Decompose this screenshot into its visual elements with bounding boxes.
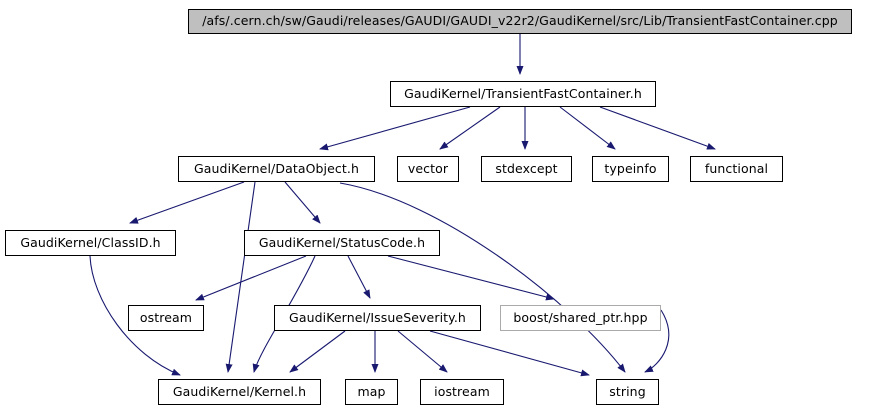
graph-edge-issuesev_h-to-string	[429, 330, 590, 377]
graph-edge-statuscode_h-to-ostream	[195, 255, 307, 301]
graph-node-map[interactable]: map	[345, 379, 398, 405]
graph-node-label: vector	[407, 160, 449, 176]
graph-edge-dataobject_h-to-string	[339, 182, 626, 373]
graph-edge-tfc_h-to-functional	[599, 106, 716, 150]
graph-node-label: GaudiKernel/Kernel.h	[172, 383, 307, 399]
graph-edge-tfc_h-to-typeinfo	[559, 106, 616, 150]
graph-edge-statuscode_h-to-issuesev_h	[347, 255, 371, 299]
graph-node-statuscode_h[interactable]: GaudiKernel/StatusCode.h	[244, 230, 440, 256]
graph-node-label: GaudiKernel/DataObject.h	[193, 160, 359, 176]
graph-node-label: map	[357, 383, 386, 399]
graph-edge-dataobject_h-to-kernel_h	[225, 181, 256, 373]
graph-node-string[interactable]: string	[596, 379, 659, 405]
graph-node-classid_h[interactable]: GaudiKernel/ClassID.h	[5, 230, 176, 256]
graph-edge-issuesev_h-to-kernel_h	[289, 330, 346, 373]
graph-edge-issuesev_h-to-iostream	[397, 330, 448, 373]
graph-node-tfc_h[interactable]: GaudiKernel/TransientFastContainer.h	[390, 81, 656, 107]
graph-edge-tfc_h-to-vector	[439, 106, 501, 150]
graph-node-stdexcept[interactable]: stdexcept	[481, 156, 572, 182]
graph-node-label: string	[609, 383, 646, 399]
graph-edge-dataobject_h-to-classid_h	[129, 181, 245, 224]
graph-node-functional[interactable]: functional	[690, 156, 783, 182]
graph-node-label: GaudiKernel/IssueSeverity.h	[289, 309, 466, 325]
graph-edge-dataobject_h-to-statuscode_h	[284, 181, 321, 224]
graph-node-kernel_h[interactable]: GaudiKernel/Kernel.h	[158, 379, 321, 405]
graph-node-vector[interactable]: vector	[397, 156, 459, 182]
graph-node-root: /afs/.cern.ch/sw/Gaudi/releases/GAUDI/GA…	[188, 9, 852, 34]
graph-node-ostream[interactable]: ostream	[128, 305, 204, 331]
graph-edge-statuscode_h-to-boost_sp	[387, 255, 555, 301]
graph-node-label: functional	[704, 160, 769, 176]
graph-node-label: typeinfo	[604, 160, 657, 176]
graph-node-label: GaudiKernel/StatusCode.h	[258, 234, 426, 250]
graph-edge-tfc_h-to-dataobject_h	[319, 106, 471, 151]
graph-node-label: GaudiKernel/ClassID.h	[20, 234, 161, 250]
graph-node-label: stdexcept	[495, 160, 558, 176]
graph-node-label: boost/shared_ptr.hpp	[513, 309, 648, 325]
graph-node-label: ostream	[139, 309, 193, 325]
graph-node-label: /afs/.cern.ch/sw/Gaudi/releases/GAUDI/GA…	[202, 13, 838, 29]
graph-node-iostream[interactable]: iostream	[420, 379, 504, 405]
graph-node-dataobject_h[interactable]: GaudiKernel/DataObject.h	[178, 156, 375, 182]
graph-node-typeinfo[interactable]: typeinfo	[592, 156, 669, 182]
graph-node-boost_sp[interactable]: boost/shared_ptr.hpp	[500, 305, 661, 331]
graph-node-issuesev_h[interactable]: GaudiKernel/IssueSeverity.h	[274, 305, 481, 331]
graph-node-label: GaudiKernel/TransientFastContainer.h	[404, 85, 642, 101]
graph-node-label: iostream	[434, 383, 490, 399]
